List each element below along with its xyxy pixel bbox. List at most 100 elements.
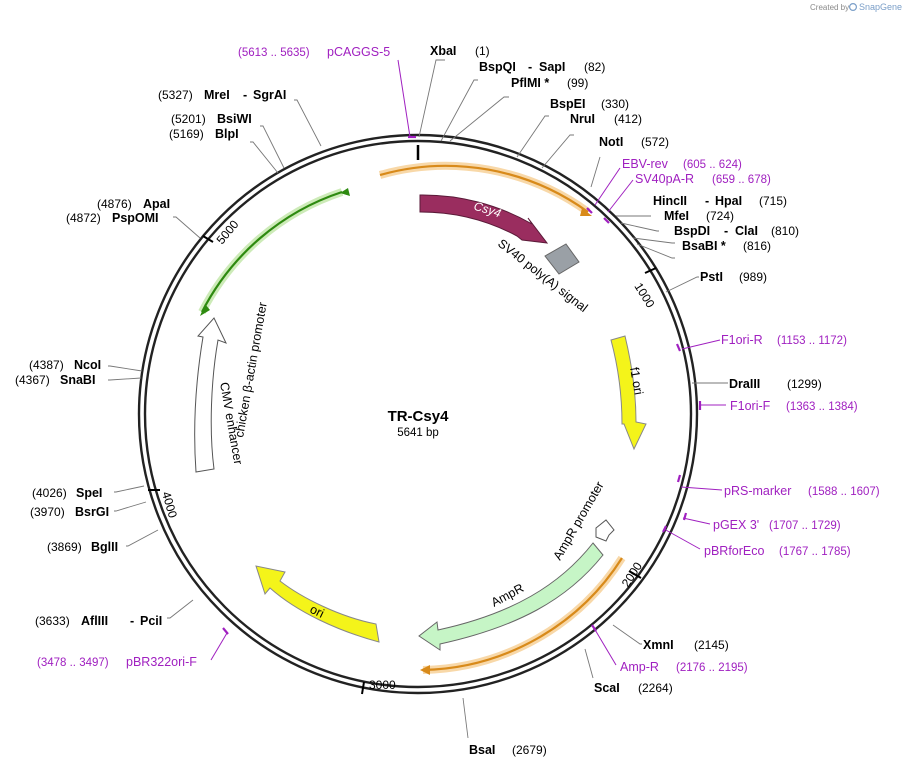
site-xbai-name: XbaI — [430, 44, 456, 58]
primer-pgex3-name: pGEX 3' — [713, 518, 759, 532]
site-xbai-pos: (1) — [475, 44, 490, 58]
site-bspdi-pos: (810) — [771, 224, 799, 238]
primer-sv40par-pos: (659 .. 678) — [712, 174, 771, 186]
site-noti-pos: (572) — [641, 135, 669, 149]
snapgene-logo-icon — [848, 2, 857, 12]
primer-leader-lines — [210, 59, 726, 666]
primer-pbrforeco-name: pBRforEco — [704, 544, 764, 558]
site-pcii-name: PciI — [140, 614, 162, 628]
primer-f1orir-pos: (1153 .. 1172) — [777, 335, 847, 347]
site-dash: - — [243, 88, 247, 102]
tick-1000-label: 1000 — [631, 280, 657, 310]
feature-csy4 — [419, 194, 549, 244]
site-mrei-pos: (5327) — [158, 88, 193, 102]
site-dash: - — [130, 614, 134, 628]
site-sgrai-name: SgrAI — [253, 88, 286, 102]
site-apai-pos: (4876) — [97, 197, 132, 211]
site-dash: - — [705, 194, 709, 208]
site-pspomi-name: PspOMI — [112, 211, 159, 225]
primer-sv40par-name: SV40pA-R — [635, 172, 694, 186]
primer-ampr-name: Amp-R — [620, 660, 659, 674]
site-blpi-name: BlpI — [215, 127, 239, 141]
primer-pbr322orif-name: pBR322ori-F — [126, 655, 197, 669]
primer-f1orir-name: F1ori-R — [721, 333, 763, 347]
orf-forward-arrowhead — [580, 208, 592, 216]
tick-4000-label: 4000 — [159, 490, 180, 520]
site-afliii-name: AflIII — [81, 614, 108, 628]
site-sapi-name: SapI — [539, 60, 565, 74]
site-xmni-pos: (2145) — [694, 638, 729, 652]
credit-prefix: Created by — [810, 3, 849, 12]
feature-ori-label: ori — [308, 602, 327, 621]
site-xmni-name: XmnI — [643, 638, 674, 652]
primer-prsmarker-name: pRS-marker — [724, 484, 791, 498]
tick-5000-mark — [202, 235, 214, 243]
feature-cmv-actin-arrow — [194, 317, 227, 473]
primer-pcaggs5-pos: (5613 .. 5635) — [238, 47, 310, 59]
site-blpi-pos: (5169) — [169, 127, 204, 141]
site-clai-name: ClaI — [735, 224, 758, 238]
tick-2000-mark — [628, 570, 642, 579]
orf-forward-arrow — [379, 164, 589, 213]
site-bsai-pos: (2679) — [512, 743, 547, 757]
backbone-outer-ring — [137, 133, 699, 695]
site-hincii-name: HincII — [653, 194, 687, 208]
site-hincii-pos: (715) — [759, 194, 787, 208]
site-mfei-pos: (724) — [706, 209, 734, 223]
feature-f1-ori-label: f1 ori — [627, 366, 646, 396]
plasmid-name: TR-Csy4 — [388, 408, 450, 425]
site-bsiwi-pos: (5201) — [171, 112, 206, 126]
site-noti-name: NotI — [599, 135, 623, 149]
site-bspqi-name: BspQI — [479, 60, 516, 74]
credit-brand: SnapGene — [859, 2, 902, 12]
primer-ampr-pos: (2176 .. 2195) — [676, 662, 748, 674]
green-arrowhead — [200, 304, 210, 316]
site-bsai-name: BsaI — [469, 743, 495, 757]
site-bsabi-pos: (816) — [743, 239, 771, 253]
site-bsrgi-name: BsrGI — [75, 505, 109, 519]
site-ncoi-name: NcoI — [74, 358, 101, 372]
green-arrow-tail — [340, 188, 350, 196]
site-hpai-name: HpaI — [715, 194, 742, 208]
primer-ebvrev-pos: (605 .. 624) — [683, 159, 742, 171]
site-snabi-pos: (4367) — [15, 373, 50, 387]
primer-pbrforeco-pos: (1767 .. 1785) — [779, 546, 851, 558]
primer-pbr322orif-pos: (3478 .. 3497) — [37, 657, 109, 669]
primer-f1orif-name: F1ori-F — [730, 399, 771, 413]
feature-f1-ori — [610, 335, 647, 451]
site-snabi-name: SnaBI — [60, 373, 95, 387]
feature-ampr-promoter — [595, 519, 615, 542]
site-dash: - — [724, 224, 728, 238]
site-draiii-name: DraIII — [729, 377, 760, 391]
site-mrei-name: MreI — [204, 88, 230, 102]
site-dash: - — [528, 60, 532, 74]
tick-3000-mark — [361, 681, 365, 695]
orf-reverse-arrowhead — [420, 665, 430, 675]
site-nrui-pos: (412) — [614, 112, 642, 126]
feature-ampr — [418, 542, 604, 651]
site-scai-name: ScaI — [594, 681, 620, 695]
plasmid-length: 5641 bp — [397, 427, 439, 439]
site-scai-pos: (2264) — [638, 681, 673, 695]
feature-sv40-polya-label: SV40 poly(A) signal — [495, 236, 590, 315]
tick-1000-mark — [644, 267, 657, 274]
backbone-inner-ring — [143, 139, 693, 689]
feature-chicken-actin-label: chicken β-actin promoter — [232, 301, 270, 438]
green-arrow-glow — [198, 188, 344, 314]
site-afliii-pos: (3633) — [35, 614, 70, 628]
primer-ebvrev-name: EBV-rev — [622, 157, 669, 171]
site-bspdi-name: BspDI — [674, 224, 710, 238]
primer-pcaggs5-name: pCAGGS-5 — [327, 45, 390, 59]
site-psti-name: PstI — [700, 270, 723, 284]
feature-ori — [255, 565, 380, 643]
site-mfei-name: MfeI — [664, 209, 689, 223]
site-ncoi-pos: (4387) — [29, 358, 64, 372]
site-bspei-pos: (330) — [601, 97, 629, 111]
site-bsabi-name: BsaBI * — [682, 239, 726, 253]
site-bsrgi-pos: (3970) — [30, 505, 65, 519]
tick-5000-label: 5000 — [214, 217, 242, 247]
site-psti-pos: (989) — [739, 270, 767, 284]
site-bspqi-pos: (82) — [584, 60, 605, 74]
